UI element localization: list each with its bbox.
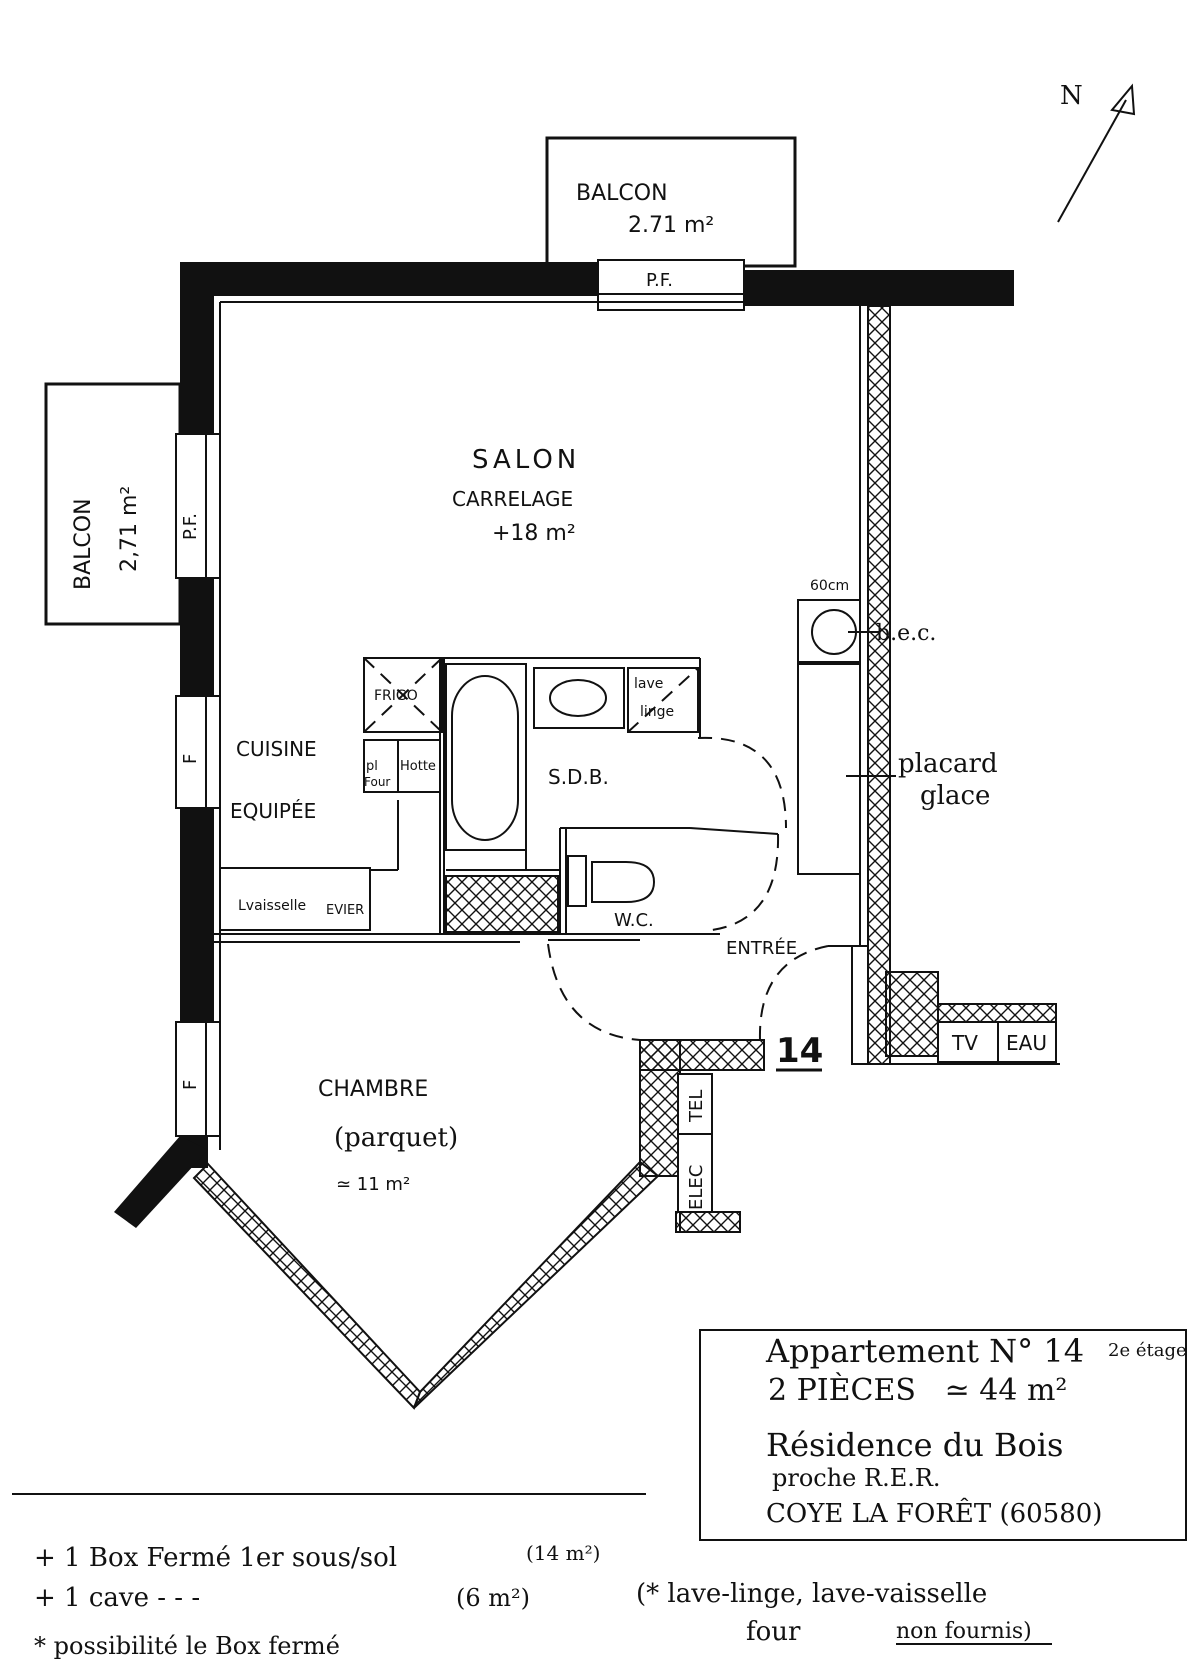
bec-width-label: 60cm [810, 578, 849, 594]
window-chambre-label: F [180, 1080, 201, 1090]
wc-label: W.C. [614, 910, 654, 931]
chambre-name: CHAMBRE [318, 1077, 428, 1102]
french-door-left-label: P.F. [180, 513, 201, 540]
balcony-left-name: BALCON [71, 498, 96, 590]
chambre-floor: (parquet) [334, 1123, 458, 1153]
lave-label: lave [634, 676, 663, 692]
chambre-walls: ELEC TEL [192, 1039, 765, 1410]
evier-label: EVIER [326, 903, 364, 918]
balcony-left: BALCON 2,71 m² [44, 382, 182, 626]
linge-label: linge [640, 704, 674, 720]
pl-label: pl [366, 759, 378, 774]
bec-label: b.e.c. [876, 621, 936, 646]
extras-possibilite: * possibilité le Box fermé [34, 1632, 340, 1660]
note: (* lave-linge, lave-vaisselle four non f… [636, 1579, 1052, 1647]
glace-label: glace [920, 781, 990, 811]
placard-label: placard [898, 749, 998, 779]
note-line2a: four [746, 1617, 801, 1647]
apartment-number: 14 [776, 1031, 823, 1072]
frigo-label: FRIGO [374, 688, 418, 704]
french-door-left: P.F. [175, 433, 221, 579]
info-line1: Appartement N° 14 [765, 1332, 1084, 1370]
info-line5: COYE LA FORÊT (60580) [766, 1497, 1102, 1529]
salon-name: SALON [472, 445, 580, 475]
elec-label: ELEC [686, 1165, 707, 1210]
balcony-top: BALCON 2.71 m² [545, 136, 797, 268]
extras-cave-area: (6 m²) [456, 1584, 530, 1612]
room-labels: SALON CARRELAGE +18 m² CUISINE EQUIPÉE C… [230, 445, 580, 1195]
outer-walls [114, 262, 1014, 1228]
info-box: Appartement N° 14 2e étage 2 PIÈCES ≃ 44… [699, 1329, 1187, 1541]
window-cuisine: F [175, 695, 221, 809]
lvaisselle-label: Lvaisselle [238, 898, 306, 914]
extras-box: + 1 Box Fermé 1er sous/sol [34, 1543, 397, 1573]
cuisine-line1: CUISINE [236, 737, 317, 761]
chambre-area: ≃ 11 m² [336, 1174, 410, 1195]
tel-label: TEL [686, 1090, 707, 1123]
eau-label: EAU [1006, 1031, 1047, 1055]
french-door-top-label: P.F. [646, 270, 673, 291]
window-chambre: F [175, 1021, 221, 1137]
entree-label: ENTRÉE [726, 937, 797, 959]
extras: + 1 Box Fermé 1er sous/sol (14 m²) + 1 c… [12, 1493, 646, 1660]
extras-box-area: (14 m²) [526, 1541, 600, 1565]
inner-walls [212, 301, 860, 1150]
tv-label: TV [951, 1031, 978, 1055]
kitchen: FRIGO pl Four Hotte Lvaisselle EVIER [219, 657, 445, 934]
apartment-number-label: 14 [776, 1031, 823, 1071]
info-line2: 2 PIÈCES ≃ 44 m² [768, 1372, 1067, 1408]
extras-cave: + 1 cave - - - [34, 1583, 200, 1613]
wc-room: W.C. [559, 827, 780, 934]
balcony-left-area: 2,71 m² [117, 486, 142, 572]
storage: 60cm b.e.c. placard glace [797, 578, 998, 875]
balcony-top-name: BALCON [576, 181, 668, 206]
north-arrow: N [1057, 81, 1136, 223]
hotte-label: Hotte [400, 759, 436, 774]
info-line4: proche R.E.R. [772, 1464, 941, 1492]
bathroom: lave linge S.D.B. [364, 657, 787, 933]
info-line3: Résidence du Bois [766, 1426, 1063, 1464]
salon-area: +18 m² [492, 521, 576, 546]
north-label: N [1060, 81, 1083, 111]
tv-eau: TV EAU [937, 1021, 1057, 1063]
sdb-label: S.D.B. [548, 765, 609, 789]
salon-floor: CARRELAGE [452, 487, 573, 511]
four-label: Four [364, 775, 390, 789]
balcony-top-area: 2.71 m² [628, 213, 714, 238]
window-cuisine-label: F [180, 754, 201, 764]
right-wall [851, 305, 1060, 1065]
note-line1: (* lave-linge, lave-vaisselle [636, 1579, 987, 1609]
door-swings: ENTRÉE [547, 937, 852, 1041]
cuisine-line2: EQUIPÉE [230, 799, 316, 823]
note-line2b: non fournis) [896, 1619, 1032, 1644]
info-floor: 2e étage [1108, 1340, 1187, 1361]
